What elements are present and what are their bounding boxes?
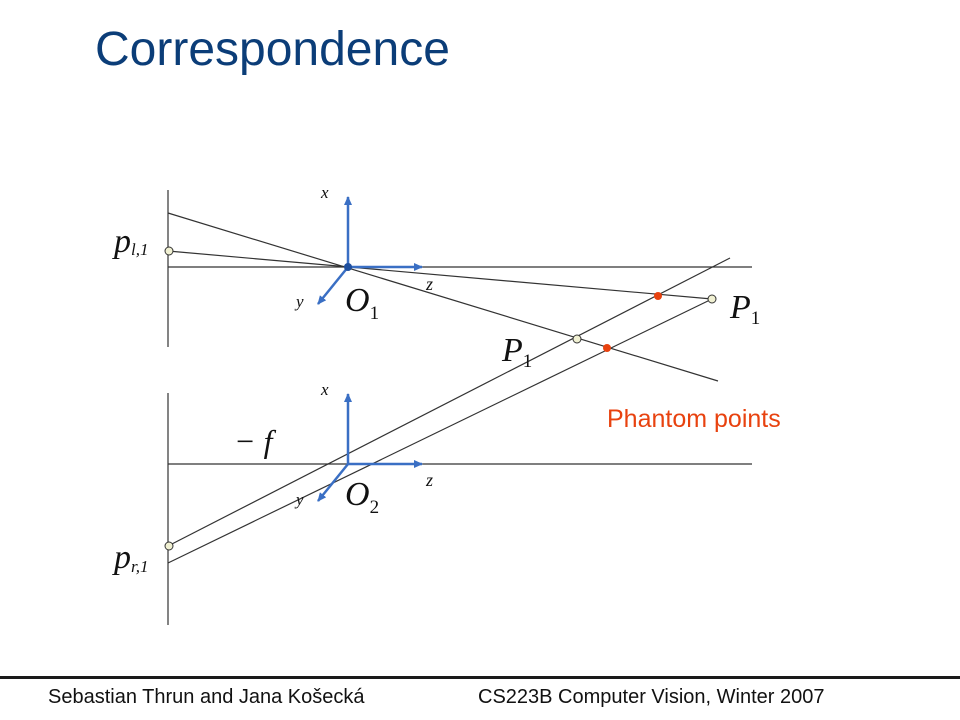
image-point-pr1-label: pr,1: [112, 539, 148, 576]
point-label-p1-right: P1: [729, 289, 760, 329]
ray-o1-upper: [167, 212, 719, 382]
phantom-points-label: Phantom points: [607, 405, 781, 433]
camera2-y-label: y: [294, 490, 304, 509]
ray-o2-upper: [167, 257, 731, 547]
camera2-x-label: x: [320, 380, 329, 399]
slide-title: Correspondence: [95, 23, 450, 76]
phantom-point-2: [603, 344, 611, 352]
real-point-p1-middle: [572, 334, 582, 344]
camera2-y-axis: [317, 463, 349, 502]
camera2-origin-label: O2: [345, 476, 379, 518]
image-point-pl1-label: pl,1: [112, 223, 148, 260]
camera1-origin-label: O1: [345, 282, 379, 324]
point-label-p1-middle: P1: [501, 332, 532, 372]
focal-length-label: − f: [234, 423, 277, 459]
camera1-x-label: x: [320, 183, 329, 202]
phantom-point-1: [654, 292, 662, 300]
ray-o1-lower: [167, 250, 713, 300]
footer-divider: [0, 676, 960, 679]
footer-authors: Sebastian Thrun and Jana Košecká: [48, 686, 365, 708]
image-point-pr1: [164, 541, 174, 551]
image-point-pl1: [164, 246, 174, 256]
stereo-correspondence-diagram: x z y O1 pl,1 x z y O2 − f pr,1 P1 P1 Ph…: [112, 183, 781, 625]
footer-course: CS223B Computer Vision, Winter 2007: [478, 686, 825, 708]
camera1-origin-dot: [344, 263, 352, 271]
camera1-z-label: z: [425, 274, 433, 294]
camera2-z-label: z: [425, 470, 433, 490]
camera1-y-label: y: [294, 292, 304, 311]
ray-o2-lower: [167, 298, 713, 564]
camera1-y-axis: [317, 266, 349, 305]
real-point-p1-right: [707, 294, 717, 304]
